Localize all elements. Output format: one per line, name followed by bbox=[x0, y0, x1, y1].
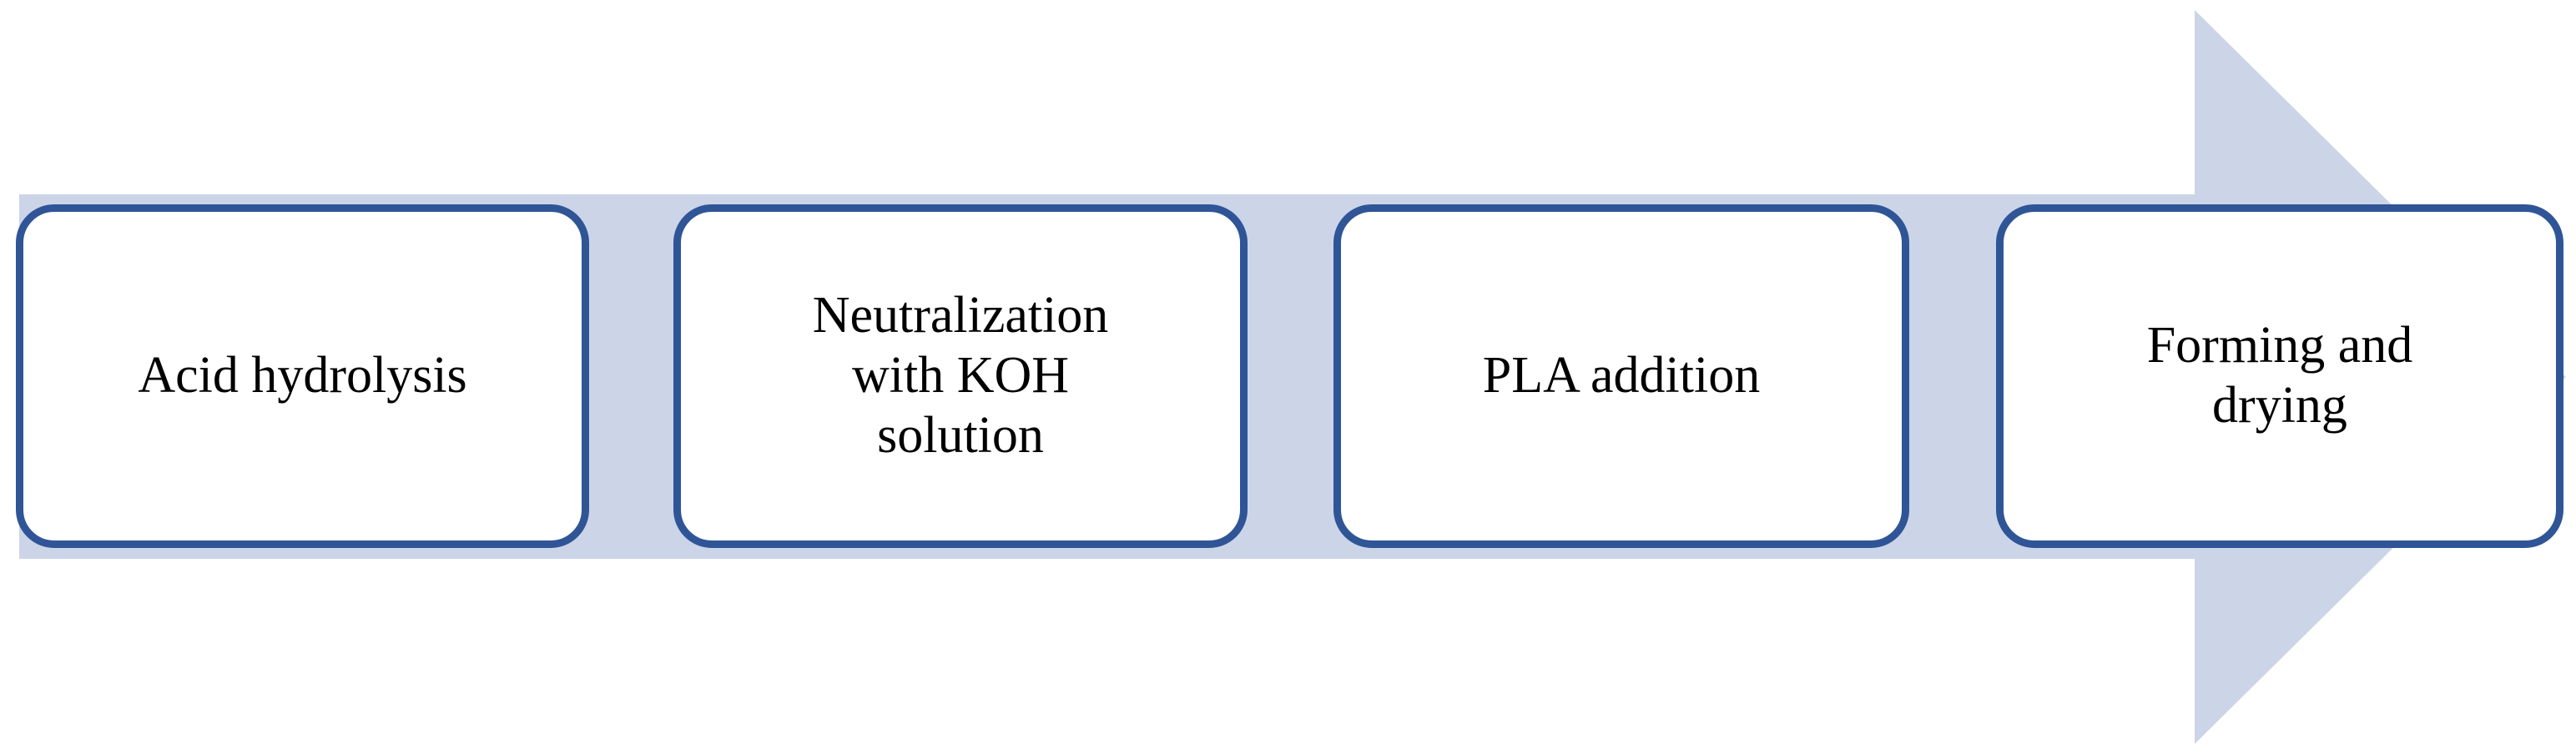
process-step-3-box[interactable]: PLA addition bbox=[1333, 204, 1909, 548]
process-step-3-label: PLA addition bbox=[1482, 347, 1761, 405]
process-step-4-label: Forming and drying bbox=[2146, 317, 2413, 434]
process-step-4-box[interactable]: Forming and drying bbox=[1996, 204, 2563, 548]
process-step-1-label: Acid hydrolysis bbox=[138, 347, 467, 405]
process-step-1-box[interactable]: Acid hydrolysis bbox=[16, 204, 589, 548]
process-step-2-box[interactable]: Neutralization with KOH solution bbox=[673, 204, 1248, 548]
process-step-2-label: Neutralization with KOH solution bbox=[812, 287, 1109, 464]
arrow-body-polygon bbox=[19, 10, 2566, 744]
